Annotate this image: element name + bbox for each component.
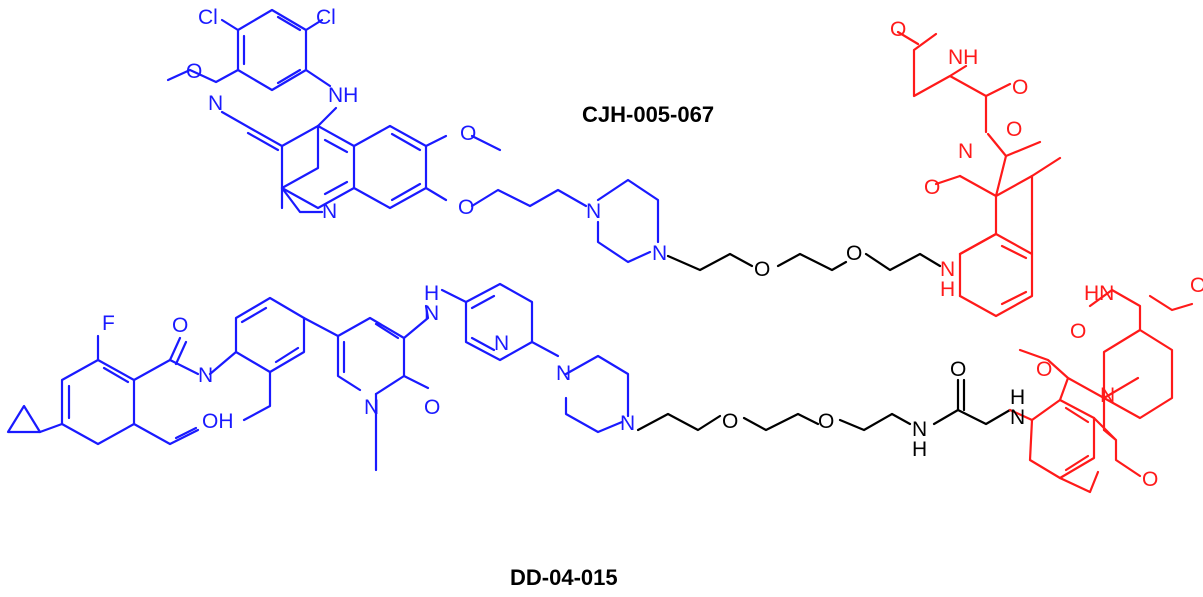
atom-label: N [940,258,955,281]
atom-label: N [364,396,379,419]
atom-label: F [102,312,115,335]
atom-label: N [620,412,635,435]
compound-name-bottom: DD-04-015 [510,565,618,590]
warhead-bonds-top [166,8,660,264]
atom-label: O [924,176,940,199]
atom-label: H [1010,386,1025,409]
atom-label: H [940,278,955,301]
atom-label: N [1010,406,1025,429]
atom-label: O [1036,358,1052,381]
atom-label: N [424,302,439,325]
atom-label: O [890,18,906,41]
atom-label: N [912,418,927,441]
atom-label: O [1142,468,1158,491]
atom-label: H [424,282,439,305]
atom-label: O [722,410,738,433]
atom-label: O [172,314,188,337]
e3-ligand-bonds-top [896,30,1062,318]
linker-bonds-top [666,252,942,272]
atom-label: N [322,200,337,223]
atom-labels-top: Cl Cl O NH N O N O N N O O N H O NH O N … [186,6,1028,301]
atom-label: O [846,242,862,265]
atom-label: N [958,140,973,163]
atom-label: N [556,362,571,385]
atom-label: Cl [198,6,218,29]
atom-label: Cl [316,6,336,29]
atom-label: O [754,258,770,281]
molecule-dd-04-015: F O N OH H N N N O N N O O N H O N H HN … [6,274,1203,590]
atom-label: O [1070,320,1086,343]
atom-label: HN [1084,282,1114,305]
atom-label: N [198,364,213,387]
atom-label: O [1006,118,1022,141]
linker-bonds-bottom [636,378,1012,432]
atom-label: O [950,358,966,381]
atom-label: NH [948,46,978,69]
atom-label: OH [202,410,234,433]
atom-label: O [186,60,202,83]
atom-label: N [652,242,667,265]
atom-label: O [1190,274,1203,297]
atom-label: N [1100,384,1115,407]
atom-label: O [460,122,476,145]
atom-label: N [494,332,509,355]
atom-label: O [1012,76,1028,99]
atom-label: O [424,396,440,419]
atom-label: N [586,200,601,223]
molecule-cjh-005-067: Cl Cl O NH N O N O N N O O N H O NH O N … [166,6,1062,318]
atom-label: N [208,92,223,115]
atom-label: NH [328,84,358,107]
e3-ligand-bonds-bottom [1008,288,1194,494]
compound-name-top: CJH-005-067 [582,102,714,127]
atom-label: O [458,196,474,219]
atom-label: O [818,410,834,433]
warhead-bonds-bottom [6,282,630,472]
atom-labels-bottom: F O N OH H N N N O N N O O N H O N H HN … [102,274,1203,491]
atom-label: H [912,438,927,461]
